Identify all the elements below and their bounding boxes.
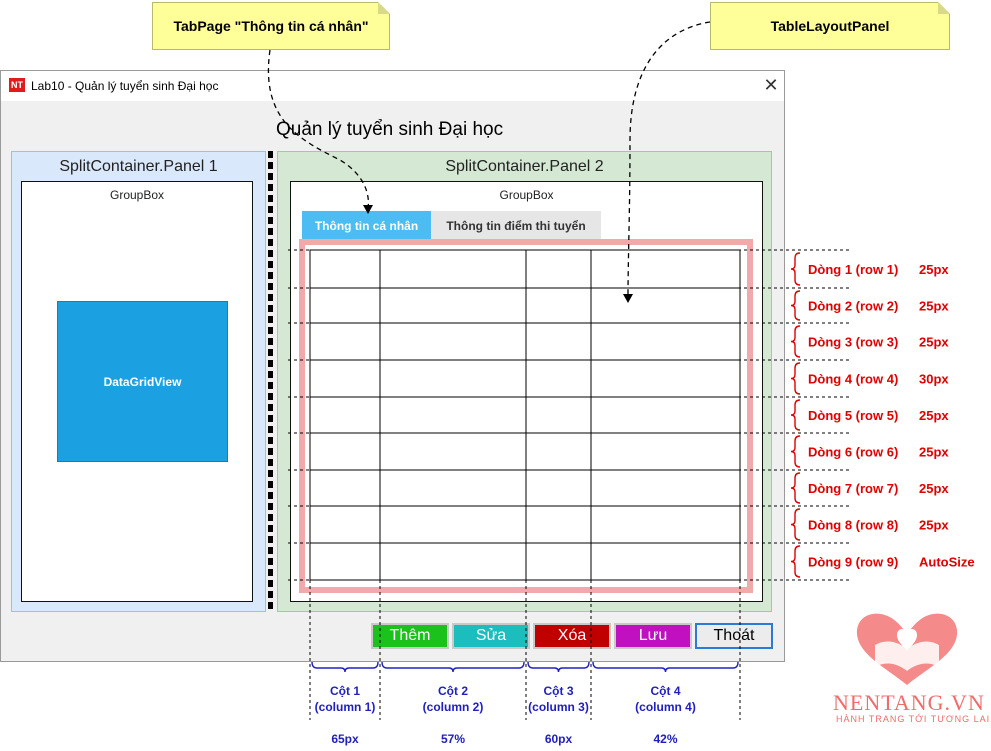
tabpage-note: TabPage "Thông tin cá nhân" [152, 2, 390, 50]
column-sub: (column 1) [315, 700, 376, 714]
data-grid-view[interactable]: DataGridView [57, 301, 228, 462]
row-bracket [790, 252, 801, 286]
column-size: 65px [331, 732, 359, 746]
tablelayout-note-text: TableLayoutPanel [770, 18, 890, 34]
column-name: Cột 2 [438, 684, 468, 698]
tab-exam-scores[interactable]: Thông tin điểm thi tuyển [431, 211, 601, 240]
data-grid-view-label: DataGridView [103, 374, 182, 389]
save-button-label: Lưu [638, 627, 668, 644]
delete-button[interactable]: Xóa [533, 623, 611, 649]
row-bracket [790, 290, 801, 321]
column-bracket [311, 661, 379, 673]
column-size: 42% [653, 732, 677, 746]
tabpage-note-text: TabPage "Thông tin cá nhân" [173, 18, 369, 34]
column-brackets: Cột 1 (column 1) 65px Cột 2 (column 2) 57% Cột… [311, 661, 739, 746]
row-size: 25px [919, 408, 949, 423]
column-sub: (column 2) [423, 700, 484, 714]
row-size: 25px [919, 445, 949, 460]
tabpage-arrowhead [363, 205, 373, 214]
row-bracket [790, 325, 801, 358]
edit-button-label: Sửa [475, 627, 507, 644]
row-bracket [790, 508, 801, 541]
column-name: Cột 1 [330, 684, 360, 698]
column-bracket [592, 661, 739, 673]
tabpage-arrow [267, 49, 370, 209]
row-label: Dòng 5 (row 5) [808, 408, 898, 423]
row-label: Dòng 1 (row 1) [808, 262, 898, 277]
row-label: Dòng 3 (row 3) [808, 335, 898, 350]
column-size: 60px [545, 732, 573, 746]
row-label: Dòng 9 (row 9) [808, 555, 898, 570]
add-button-label: Thêm [389, 627, 431, 644]
row-bracket [790, 399, 801, 431]
tab-personal-info[interactable]: Thông tin cá nhân [302, 211, 431, 240]
splitter-bar[interactable] [268, 151, 273, 611]
split-panel-1: SplitContainer.Panel 1 GroupBox DataGrid… [11, 151, 266, 612]
tab-exam-scores-label: Thông tin điểm thi tuyển [446, 218, 586, 233]
app-icon: NT [9, 78, 25, 92]
tablelayout-note: TableLayoutPanel [710, 2, 950, 50]
row-label: Dòng 6 (row 6) [808, 445, 898, 460]
row-size: 25px [919, 335, 949, 350]
row-bracket [790, 472, 801, 504]
heart-book-logo-icon [856, 613, 958, 685]
exit-button-label: Thoát [713, 627, 755, 644]
column-sub: (column 3) [528, 700, 589, 714]
close-icon[interactable]: ✕ [763, 74, 779, 95]
row-guides [288, 249, 850, 581]
edit-button[interactable]: Sửa [452, 623, 530, 649]
panel1-groupbox: GroupBox DataGridView [21, 181, 253, 602]
panel2-title: SplitContainer.Panel 2 [445, 158, 604, 175]
column-name: Cột 4 [651, 684, 681, 698]
row-size: 25px [919, 481, 949, 496]
panel1-groupbox-title: GroupBox [109, 188, 165, 202]
tab-personal-info-label: Thông tin cá nhân [314, 218, 419, 233]
window-title: Lab10 - Quản lý tuyển sinh Đại học [31, 79, 219, 93]
row-size: 25px [919, 518, 949, 533]
panel2-groupbox-title: GroupBox [499, 188, 554, 202]
title-bar: NT Lab10 - Quản lý tuyển sinh Đại học ✕ [1, 71, 784, 101]
table-layout-panel [299, 239, 753, 593]
row-size: AutoSize [919, 555, 975, 570]
column-guides [309, 250, 741, 720]
row-label: Dòng 4 (row 4) [808, 372, 898, 387]
column-name: Cột 3 [544, 684, 574, 698]
row-label: Dòng 8 (row 8) [808, 518, 898, 533]
column-bracket [381, 661, 525, 673]
row-size: 25px [919, 262, 949, 277]
form-heading: Quản lý tuyển sinh Đại học [276, 119, 504, 140]
row-label: Dòng 7 (row 7) [808, 481, 898, 496]
logo-tagline: HÀNH TRANG TỚI TƯƠNG LAI [836, 714, 991, 724]
logo-name: NENTANG.VN [833, 690, 985, 715]
add-button[interactable]: Thêm [371, 623, 449, 649]
tablelayout-arrow [627, 21, 711, 297]
column-size: 57% [441, 732, 465, 746]
row-size: 25px [919, 299, 949, 314]
column-bracket [527, 661, 590, 673]
row-bracket [790, 362, 801, 395]
save-button[interactable]: Lưu [614, 623, 692, 649]
row-label: Dòng 2 (row 2) [808, 299, 898, 314]
column-sub: (column 4) [635, 700, 696, 714]
row-bracket [790, 545, 801, 578]
delete-button-label: Xóa [557, 627, 587, 644]
panel1-title: SplitContainer.Panel 1 [59, 158, 218, 175]
tablelayout-arrowhead [623, 294, 633, 303]
exit-button[interactable]: Thoát [695, 623, 773, 649]
row-bracket [790, 435, 801, 468]
row-size: 30px [919, 372, 949, 387]
